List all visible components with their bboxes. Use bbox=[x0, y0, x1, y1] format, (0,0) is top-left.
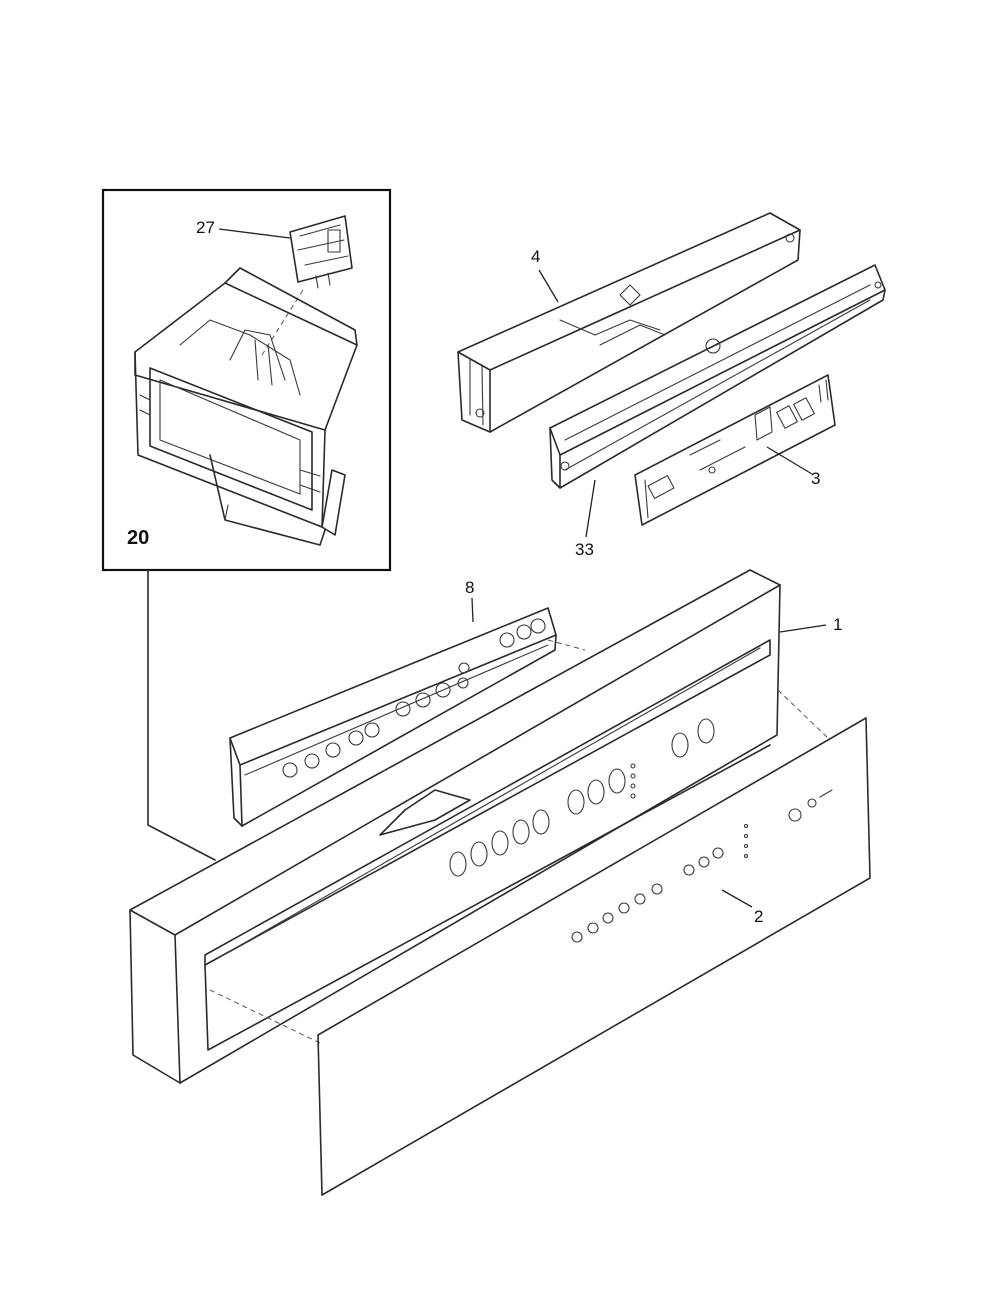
callout-2: 2 bbox=[754, 907, 763, 926]
callout-8: 8 bbox=[465, 578, 474, 597]
leader-4 bbox=[538, 269, 559, 303]
part-27-switch bbox=[289, 215, 353, 289]
console-buttons bbox=[449, 718, 715, 877]
part-33-frame bbox=[549, 264, 886, 489]
leader-2 bbox=[721, 889, 753, 908]
overlay-icons bbox=[571, 789, 833, 943]
inset-assembly-line bbox=[261, 289, 304, 356]
callout-3: 3 bbox=[811, 469, 820, 488]
inset-frame bbox=[101, 188, 392, 572]
callout-4: 4 bbox=[531, 247, 540, 266]
callout-33: 33 bbox=[575, 540, 594, 559]
assembly-line-1b bbox=[209, 989, 321, 1044]
part-4-bracket bbox=[457, 212, 801, 433]
assembly-line-8 bbox=[547, 639, 586, 651]
button-board-keys bbox=[282, 618, 546, 778]
leader-3 bbox=[766, 446, 813, 475]
part-2-overlay bbox=[317, 717, 871, 1196]
callout-1: 1 bbox=[833, 615, 842, 634]
part-20-dispenser bbox=[134, 267, 358, 546]
assembly-line-1a bbox=[777, 689, 831, 741]
leader-33 bbox=[585, 479, 596, 538]
leader-8 bbox=[471, 597, 474, 623]
part-8-button-board bbox=[229, 607, 557, 827]
leader-27 bbox=[218, 228, 291, 239]
inset-connector-line bbox=[147, 569, 216, 861]
inset-detail-20: 20 27 bbox=[101, 188, 392, 572]
callout-27: 27 bbox=[196, 218, 215, 237]
part-1-console bbox=[129, 569, 781, 1084]
part-3-control-board bbox=[634, 374, 836, 526]
inset-label-20: 20 bbox=[127, 527, 149, 549]
leader-1 bbox=[779, 624, 827, 633]
